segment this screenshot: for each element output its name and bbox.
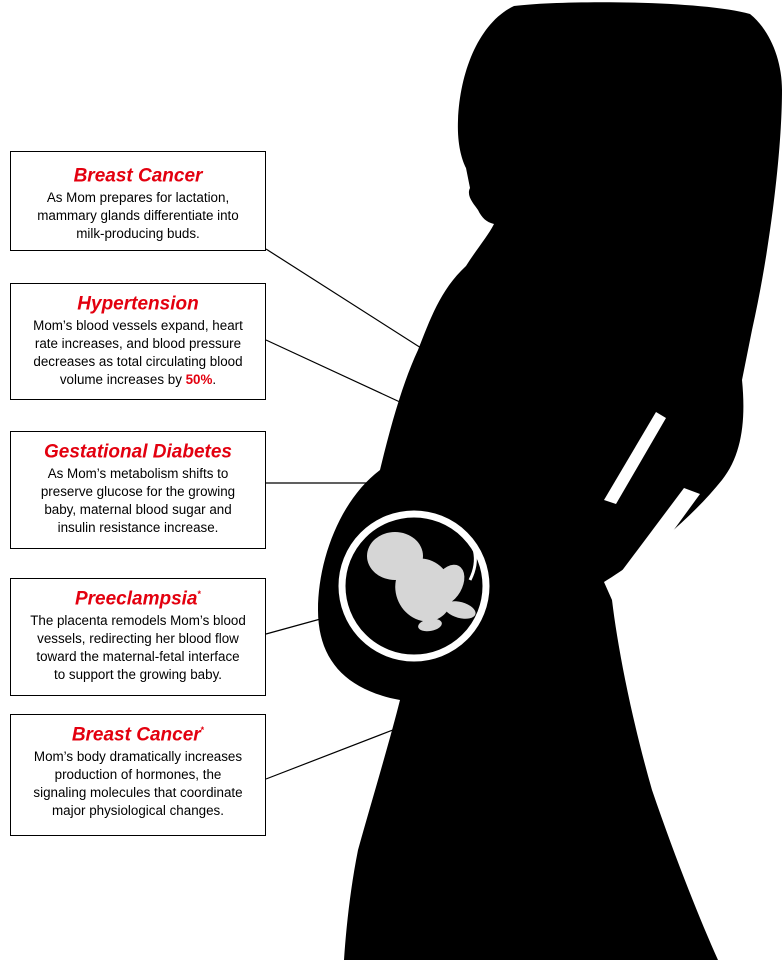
callout-title: Breast Cancer (17, 160, 259, 187)
leader-line-1 (266, 249, 443, 362)
callout-title: Breast Cancer* (17, 719, 259, 746)
callout-title: Preeclampsia* (17, 583, 259, 610)
leader-line-2 (266, 340, 428, 415)
callout-body: Mom’s body dramatically increases produc… (17, 748, 259, 820)
percent-highlight: 50% (186, 372, 213, 387)
callout-body: As Mom’s metabolism shifts to preserve g… (17, 465, 259, 537)
callout-gestational-diabetes: Gestational Diabetes As Mom’s metabolism… (10, 431, 266, 549)
callout-title: Gestational Diabetes (17, 436, 259, 463)
callout-body: Mom’s blood vessels expand, heart rate i… (17, 317, 259, 389)
callout-body: As Mom prepares for lactation, mammary g… (17, 189, 259, 243)
callout-breast-cancer-hormones: Breast Cancer* Mom’s body dramatically i… (10, 714, 266, 836)
callout-hypertension: Hypertension Mom’s blood vessels expand,… (10, 283, 266, 400)
callout-preeclampsia: Preeclampsia* The placenta remodels Mom’… (10, 578, 266, 696)
pregnant-woman-silhouette (318, 2, 782, 960)
callout-body: The placenta remodels Mom’s blood vessel… (17, 612, 259, 684)
leader-line-5 (266, 728, 398, 779)
callout-title: Hypertension (17, 288, 259, 315)
callout-breast-cancer-lactation: Breast Cancer As Mom prepares for lactat… (10, 151, 266, 251)
